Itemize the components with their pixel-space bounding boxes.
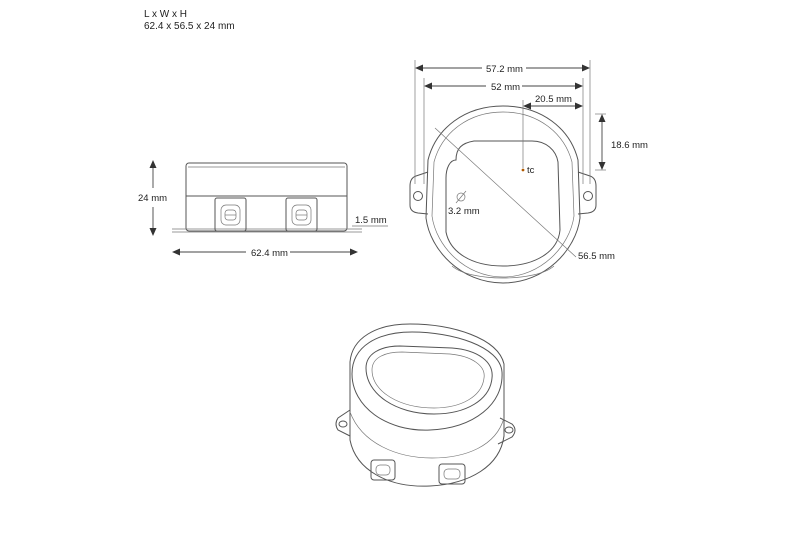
side-height-label: 24 mm [138,193,167,204]
overall-width-dimension [415,64,590,72]
iso-top-face [351,331,503,431]
side-terminal-right [285,197,318,232]
iso-lid-inner [371,351,485,409]
header-dimensions: 62.4 x 56.5 x 24 mm [144,21,235,32]
iso-ear-left [335,409,351,437]
side-length-dimension [172,248,358,256]
top-base-lip [451,265,555,279]
header-title: L x W x H [144,9,187,20]
iso-side-seam [349,411,505,459]
side-body-outline [185,162,348,232]
top-housing-outer [425,105,581,284]
diameter-symbol [455,190,467,204]
top-housing-rim [431,111,575,278]
iso-terminal-right [438,463,466,485]
tc-offset-y-dimension [598,114,606,170]
side-terminal-left [214,197,247,232]
overall-width-label: 57.2 mm [486,64,523,75]
diagonal-label: 56.5 mm [578,251,615,262]
tc-offset-x-dimension [523,102,583,110]
top-ear-left [409,171,429,215]
side-flange-label: 1.5 mm [355,215,387,226]
tc-offset-y-label: 18.6 mm [611,140,648,151]
tc-offset-x-label: 20.5 mm [535,94,572,105]
iso-terminal-left [370,459,396,481]
mounting-hole-left [413,191,423,201]
tc-label: tc [527,165,535,176]
iso-ear-right [497,417,516,445]
top-ear-right [577,171,597,215]
isometric-view [335,323,516,487]
hole-label: 3.2 mm [448,206,480,217]
hole-spacing-label: 52 mm [491,82,520,93]
hole-spacing-dimension [424,82,583,90]
top-view: 56.5 mm tc 3.2 mm 57.2 mm [409,60,648,284]
top-lid-panel [445,140,561,267]
tc-point-marker [521,168,525,172]
iso-lid [365,345,493,415]
side-height-dimension [149,160,157,236]
diagonal-dimension-line [434,127,577,258]
side-view: 24 mm 62.4 mm 1.5 mm [138,160,388,259]
iso-housing-outline [349,323,505,487]
side-length-label: 62.4 mm [251,248,288,259]
mounting-hole-right [583,191,593,201]
